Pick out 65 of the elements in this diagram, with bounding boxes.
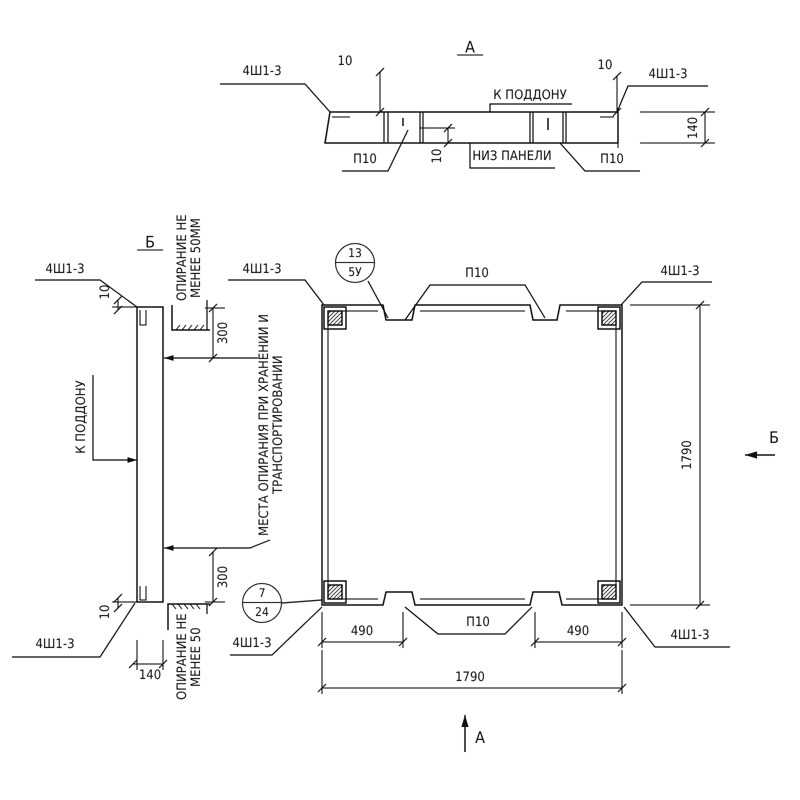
side-view-drawing bbox=[136, 306, 164, 603]
part-label: ОПИРАНИЕ НЕ МЕНЕЕ 50 bbox=[176, 611, 204, 703]
leader-line bbox=[404, 606, 478, 635]
dimension-value: 10 bbox=[99, 284, 113, 300]
section-label: Б bbox=[769, 431, 779, 445]
part-label: П10 bbox=[465, 267, 489, 281]
part-label: П10 bbox=[600, 153, 624, 167]
dimension-value: 140 bbox=[138, 669, 162, 683]
leader-line bbox=[560, 142, 640, 172]
leader-line bbox=[616, 85, 708, 112]
leader-line bbox=[469, 143, 555, 169]
part-label: К ПОДДОНУ bbox=[493, 89, 567, 103]
section-label: А bbox=[475, 731, 485, 745]
leader-line bbox=[206, 604, 208, 614]
part-label: 4Ш1-3 bbox=[232, 637, 272, 651]
part-label: 4Ш1-3 bbox=[670, 629, 710, 643]
part-label: 4Ш1-3 bbox=[35, 638, 75, 652]
part-label: П10 bbox=[353, 153, 377, 167]
callout-circle: 7 24 bbox=[242, 583, 282, 623]
leader-line bbox=[35, 279, 138, 308]
leader-line bbox=[230, 606, 322, 656]
leader-line bbox=[282, 599, 322, 604]
part-label: 4Ш1-3 bbox=[45, 263, 85, 277]
leader-line bbox=[624, 606, 730, 648]
plan-view-drawing bbox=[321, 304, 623, 606]
part-label: 4Ш1-3 bbox=[242, 263, 282, 277]
part-label: 4Ш1-3 bbox=[648, 68, 688, 82]
leader-line bbox=[478, 606, 532, 635]
part-label: ОПИРАНИЕ НЕ МЕНЕЕ 50ММ bbox=[176, 208, 204, 308]
dimension-value: 10 bbox=[99, 604, 113, 620]
dimension-value: 300 bbox=[217, 322, 231, 344]
leader-line bbox=[206, 300, 208, 330]
dimension-value: 300 bbox=[217, 566, 231, 588]
leader-line bbox=[367, 280, 389, 318]
dimension-value: 10 bbox=[338, 55, 352, 69]
part-label: П10 bbox=[466, 616, 490, 630]
part-label: 4Ш1-3 bbox=[660, 265, 700, 279]
top-view-drawing bbox=[324, 108, 619, 148]
leader-line bbox=[92, 375, 137, 463]
part-label: К ПОДДОНУ bbox=[75, 380, 89, 454]
part-label: НИЗ ПАНЕЛИ bbox=[472, 150, 552, 164]
leader-line bbox=[220, 83, 330, 112]
dimension-value: 1790 bbox=[455, 671, 485, 685]
dimension-value: 10 bbox=[431, 148, 445, 164]
leader-line bbox=[164, 355, 258, 361]
leader-line bbox=[620, 281, 712, 306]
part-label: МЕСТА ОПИРАНИЯ ПРИ ХРАНЕНИИ И ТРАНСПОРТИРОВАНИИ bbox=[258, 311, 286, 539]
dimension-value: 490 bbox=[566, 625, 590, 639]
dimension-value: 140 bbox=[687, 116, 701, 140]
dimension-value: 10 bbox=[598, 59, 612, 73]
view-label: А bbox=[457, 40, 483, 56]
leader-line bbox=[404, 284, 477, 320]
dimension-value: 490 bbox=[350, 625, 374, 639]
leader-line bbox=[164, 539, 270, 551]
support-drawing bbox=[171, 305, 210, 331]
view-label: Б bbox=[137, 236, 163, 250]
callout-circle: 13 5У bbox=[335, 243, 375, 283]
leader-line bbox=[477, 284, 546, 318]
leader-line bbox=[489, 103, 572, 112]
leader-line bbox=[228, 279, 324, 306]
leader-line bbox=[12, 602, 136, 658]
dimension-value: 1790 bbox=[681, 440, 695, 470]
support-drawing bbox=[167, 603, 210, 630]
part-label: 4Ш1-3 bbox=[242, 65, 282, 79]
leader-line bbox=[342, 130, 409, 172]
